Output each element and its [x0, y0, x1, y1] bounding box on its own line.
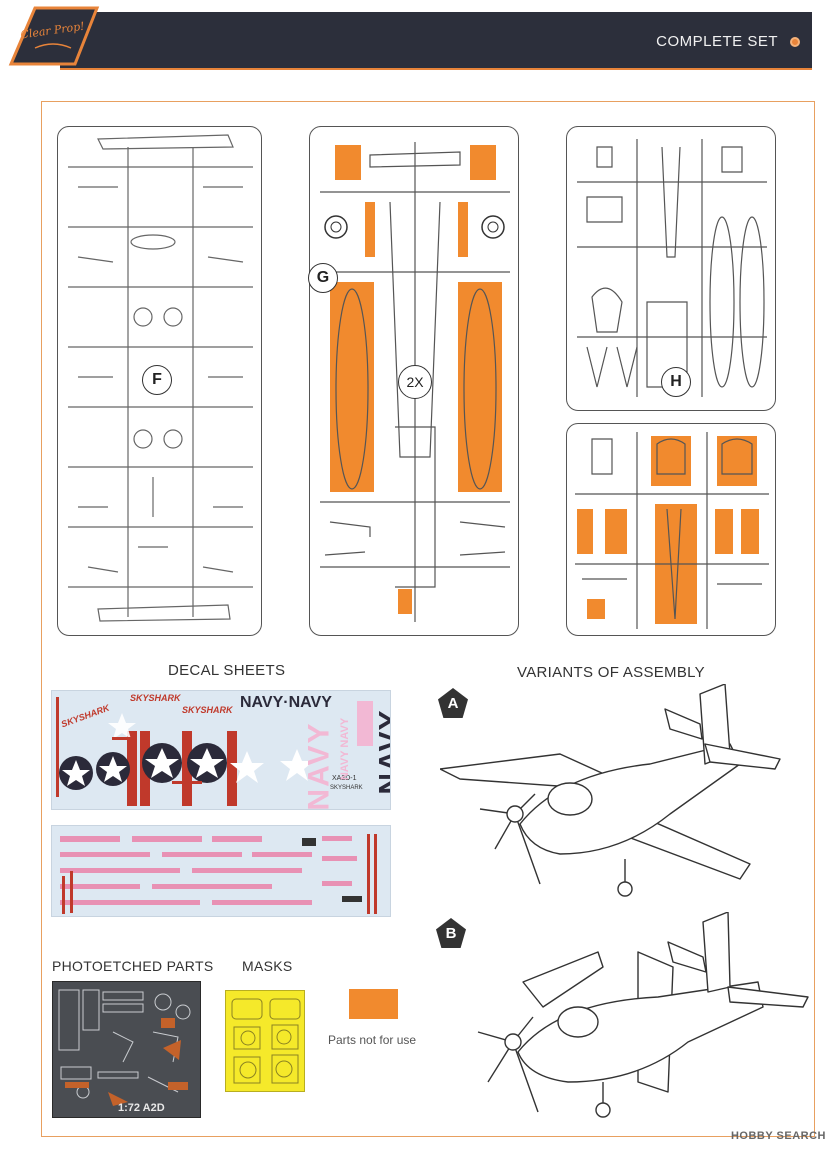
sprue-h-lower [566, 423, 776, 636]
decal-xa2d1: XA2D-1 [332, 775, 357, 782]
sprue-g-letter: G [308, 263, 338, 293]
decal-sheet-stencils [51, 825, 391, 917]
mask-sheet [225, 990, 305, 1092]
photoetched-scale-label: 1:72 A2D [118, 1102, 165, 1114]
decal-navy-pink-bar [357, 701, 373, 746]
sprue-h-lower-drawing [575, 432, 769, 629]
page-title: COMPLETE SET [656, 33, 778, 50]
decal-navy-pink: NAVY [302, 721, 336, 810]
decal-navy-vertical: NAVY [373, 709, 391, 795]
masks-label: MASKS [242, 958, 293, 974]
photoetched-label: PHOTOETCHED PARTS [52, 958, 214, 974]
variants-label: VARIANTS OF ASSEMBLY [517, 664, 705, 681]
header-bar [60, 12, 812, 70]
decal-sheets-label: DECAL SHEETS [168, 662, 286, 679]
decal-navy-pink-small: NAVY NAVY [339, 717, 352, 781]
aircraft-variant-b [477, 912, 809, 1118]
decal-navy-top: NAVY·NAVY [240, 694, 332, 711]
target-icon [790, 37, 800, 47]
content-frame [41, 101, 815, 1137]
decal-stencils-art [60, 834, 377, 914]
decal-insignia-art [56, 697, 314, 806]
sprue-h-upper: H [566, 126, 776, 411]
decal-sheet-main: SKYSHARK SKYSHARK SKYSHARK NAVY·NAVY XA2… [51, 690, 391, 810]
photoetched-art [58, 989, 191, 1106]
sprue-f: F [57, 126, 262, 636]
decal-skyshark-logo-2: SKYSHARK [130, 693, 181, 703]
photoetched-fret: 1:72 A2D [52, 981, 201, 1118]
brand-logo: Clear Prop! [8, 6, 100, 66]
sprue-f-drawing [68, 134, 253, 622]
aircraft-variant-a [440, 684, 781, 897]
sprue-g: G 2X [308, 126, 519, 636]
decal-skyshark-small: SKYSHARK [330, 785, 363, 791]
sprue-g-drawing [320, 142, 510, 622]
parts-not-for-use-label: Parts not for use [328, 1033, 417, 1047]
hobby-search-watermark: HOBBY SEARCH [730, 1130, 826, 1142]
sprue-f-letter: F [142, 365, 172, 395]
decal-skyshark-logo-3: SKYSHARK [182, 705, 233, 715]
sprue-h-letter: H [661, 367, 691, 397]
sprue-g-count: 2X [398, 365, 432, 399]
parts-not-for-use-swatch [349, 989, 398, 1019]
page-header: Clear Prop! COMPLETE SET [0, 0, 838, 76]
mask-sheet-art [231, 998, 301, 1084]
